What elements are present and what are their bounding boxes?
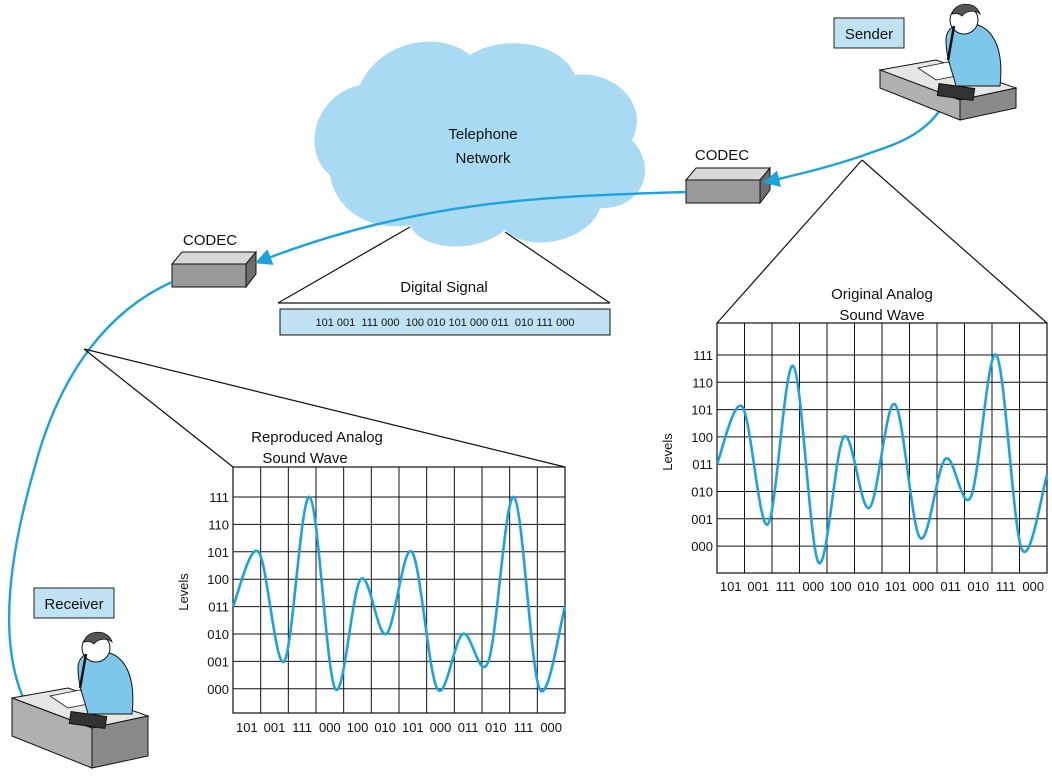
sender-label: Sender xyxy=(845,26,893,43)
original-y-axis-label: Levels xyxy=(660,433,675,471)
reproduced-sound-wave-line xyxy=(231,495,567,693)
original-x-tick-label: 000 xyxy=(912,579,934,594)
original-y-tick-label: 001 xyxy=(691,512,713,527)
codec-right-label: CODEC xyxy=(695,147,749,164)
reproduced-x-tick-label: 101 xyxy=(402,720,424,735)
reproduced-x-tick-label: 000 xyxy=(540,720,562,735)
original-x-tick-label: 100 xyxy=(830,579,852,594)
original-x-tick-label: 010 xyxy=(857,579,879,594)
original-x-tick-label: 011 xyxy=(940,579,961,594)
receiver-person-icon xyxy=(10,631,150,769)
reproduced-y-tick-label: 001 xyxy=(207,654,229,669)
original-x-tick-label: 010 xyxy=(967,579,989,594)
network-label-line-2: Network xyxy=(455,150,511,167)
original-y-tick-label: 000 xyxy=(691,539,713,554)
sender-badge: Sender xyxy=(833,17,905,49)
reproduced-x-tick-label: 000 xyxy=(430,720,452,735)
sender-callout xyxy=(716,159,1048,324)
callout-line-right xyxy=(504,231,611,304)
network-label-line-1: Telephone xyxy=(448,126,517,143)
original-x-tick-label: 111 xyxy=(996,579,1016,594)
reproduced-title-line-1: Reproduced Analog xyxy=(251,429,383,446)
reproduced-x-tick-label: 011 xyxy=(458,720,479,735)
original-title-line-2: Sound Wave xyxy=(839,307,924,324)
reproduced-y-tick-label: 111 xyxy=(209,490,229,505)
reproduced-y-tick-label: 010 xyxy=(207,627,229,642)
original-x-tick-label: 101 xyxy=(720,579,742,594)
original-y-tick-label: 111 xyxy=(693,348,713,363)
reproduced-y-tick-label: 110 xyxy=(208,517,229,532)
original-x-tick-label: 001 xyxy=(747,579,769,594)
receiver-callout xyxy=(83,348,566,468)
telephone-network-cloud: Telephone Network xyxy=(314,41,646,247)
reproduced-y-tick-label: 101 xyxy=(207,545,229,560)
receiver-label: Receiver xyxy=(44,596,103,613)
reproduced-y-tick-label: 011 xyxy=(208,600,229,615)
cloud-shape xyxy=(314,41,646,247)
digital-signal-callout: Digital Signal 101 001 111 000 100 010 1… xyxy=(277,226,611,336)
wire-codec-to-codec xyxy=(254,190,687,265)
digital-signal-box xyxy=(279,308,611,336)
reproduced-x-tick-label: 101 xyxy=(236,720,258,735)
original-y-tick-label: 010 xyxy=(691,485,713,500)
reproduced-y-tick-label: 000 xyxy=(207,682,229,697)
callout-line-left xyxy=(277,226,411,304)
reproduced-x-tick-label: 111 xyxy=(292,720,312,735)
original-y-tick-label: 101 xyxy=(691,403,713,418)
codec-right: CODEC xyxy=(684,147,772,205)
original-wave-chart: Original Analog Sound Wave Levels 111 110… xyxy=(660,286,1049,594)
reproduced-wave-chart: Reproduced Analog Sound Wave Levels 111 1… xyxy=(176,429,567,735)
sender-person-icon xyxy=(878,3,1018,121)
original-x-tick-label: 000 xyxy=(802,579,824,594)
original-y-tick-label: 100 xyxy=(691,430,713,445)
reproduced-title-line-2: Sound Wave xyxy=(262,450,347,467)
codec-left-label: CODEC xyxy=(183,232,237,249)
reproduced-y-axis-label: Levels xyxy=(176,573,191,611)
codec-left: CODEC xyxy=(170,232,258,289)
original-x-tick-label: 000 xyxy=(1022,579,1044,594)
original-y-tick-label: 011 xyxy=(692,457,713,472)
original-y-tick-label: 110 xyxy=(692,375,713,390)
original-x-tick-label: 111 xyxy=(776,579,796,594)
reproduced-x-tick-label: 111 xyxy=(514,720,534,735)
digital-signal-title: Digital Signal xyxy=(400,279,488,296)
reproduced-x-tick-label: 010 xyxy=(485,720,507,735)
original-title-line-1: Original Analog xyxy=(831,286,933,303)
digital-signal-bits: 101 001 111 000 100 010 101 000 011 010 … xyxy=(316,317,575,329)
reproduced-x-tick-label: 100 xyxy=(347,720,369,735)
reproduced-x-tick-label: 010 xyxy=(374,720,396,735)
wire-sender-to-codec xyxy=(762,94,950,187)
original-x-tick-label: 101 xyxy=(885,579,907,594)
reproduced-x-tick-label: 000 xyxy=(319,720,341,735)
reproduced-y-tick-label: 100 xyxy=(207,572,229,587)
reproduced-x-tick-label: 001 xyxy=(264,720,286,735)
receiver-badge: Receiver xyxy=(33,587,115,619)
original-sound-wave-line xyxy=(715,353,1049,565)
